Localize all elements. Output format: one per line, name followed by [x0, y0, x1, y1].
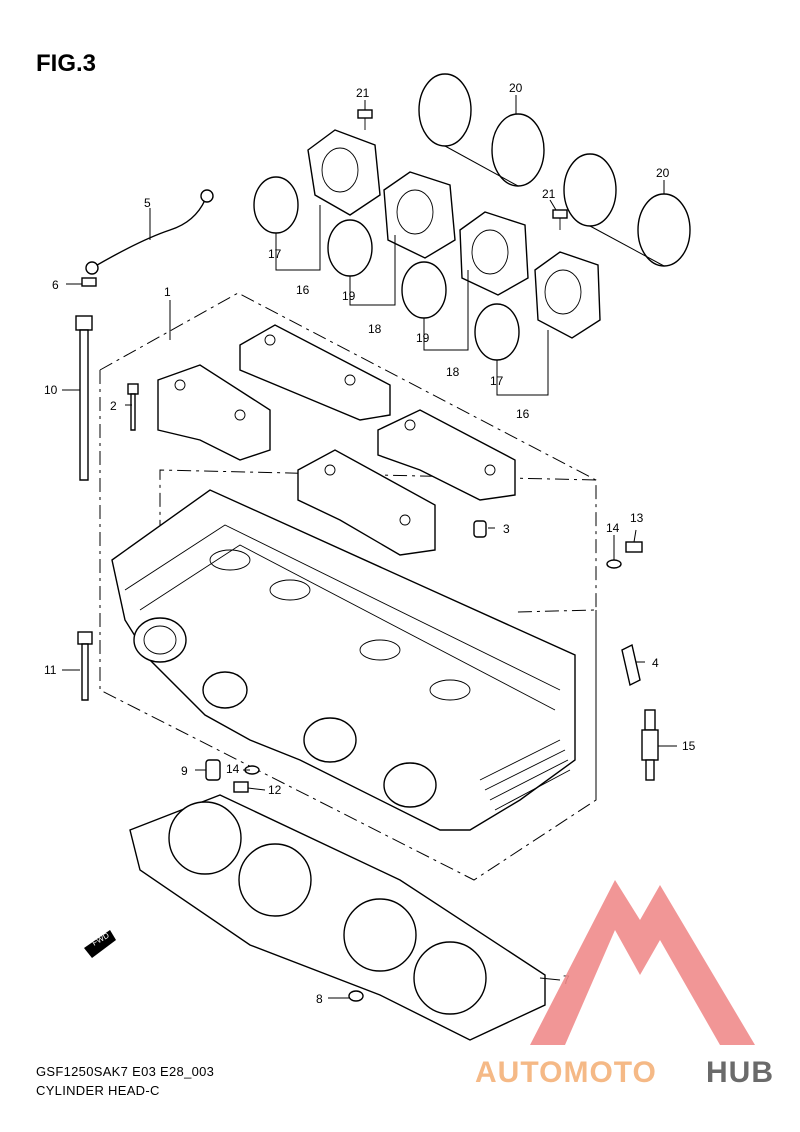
washer-6	[81, 277, 97, 287]
o-ring-17-front	[474, 303, 520, 361]
cylinder-head	[111, 489, 576, 831]
callout-10: 10	[44, 383, 58, 397]
watermark-text-2: HUB	[706, 1056, 774, 1089]
callout-11: 11	[44, 663, 57, 677]
spark-plug-15	[641, 709, 659, 781]
forward-arrow-icon: FWD	[84, 930, 116, 958]
callout-16-rear: 16	[296, 283, 310, 297]
callout-8: 8	[316, 992, 323, 1006]
callout-3: 3	[503, 522, 510, 536]
screw-21-front	[552, 209, 568, 230]
clamp-20-front	[563, 153, 691, 267]
clamp-20-rear	[418, 73, 545, 187]
camshaft-holder-front-left	[297, 449, 436, 556]
callout-4: 4	[652, 656, 659, 670]
callout-14-lower: 14	[226, 762, 240, 776]
intake-pipe-16-rear	[307, 129, 381, 216]
callout-21-rear: 21	[356, 86, 370, 100]
callout-5: 5	[144, 196, 151, 210]
bolt-13	[625, 541, 643, 553]
callout-17-rear: 17	[268, 247, 282, 261]
callout-1: 1	[164, 285, 171, 299]
bolt-12	[233, 781, 249, 793]
callout-19-rear: 19	[342, 289, 356, 303]
bolt-10	[75, 315, 93, 481]
o-ring-19-front	[401, 261, 447, 319]
callout-17-front: 17	[490, 374, 504, 388]
intake-pipe-18-rear	[383, 171, 456, 259]
bolt-2	[127, 383, 139, 431]
watermark-logo-icon	[530, 880, 755, 1045]
o-ring-19-rear	[327, 219, 373, 277]
intake-pipe-16-front	[534, 251, 601, 339]
gasket-14-upper	[606, 559, 622, 569]
callout-6: 6	[52, 278, 59, 292]
callout-18-front: 18	[446, 365, 460, 379]
o-ring-17-rear	[253, 176, 299, 234]
callout-labels: 1 2 3 4 5 6 7 8 9 10 11 12 13 14 14 15 1…	[44, 81, 696, 1006]
callout-12: 12	[268, 783, 282, 797]
cylinder-head-gasket-7	[129, 794, 546, 1041]
callout-15: 15	[682, 739, 696, 753]
camshaft-holder-front-right	[377, 409, 516, 501]
watermark: AUTOMOTO HUB	[475, 880, 774, 1089]
callout-16-front: 16	[516, 407, 530, 421]
callout-18-rear: 18	[368, 322, 382, 336]
callout-20-rear: 20	[509, 81, 523, 95]
dowel-pin-4	[621, 643, 641, 687]
dowel-pin-9	[205, 759, 221, 781]
watermark-text-1: AUTOMOTO	[475, 1056, 657, 1089]
callout-14-upper: 14	[606, 521, 620, 535]
callout-20-front: 20	[656, 166, 670, 180]
callout-2: 2	[110, 399, 117, 413]
model-code-caption: GSF1250SAK7 E03 E28_003	[36, 1064, 215, 1079]
figure-label: FIG.3	[36, 50, 97, 77]
section-name-caption: CYLINDER HEAD-C	[36, 1083, 160, 1098]
leader-lines	[62, 95, 677, 999]
dowel-pin-3	[473, 520, 487, 538]
callout-9: 9	[181, 764, 188, 778]
callout-19-front: 19	[416, 331, 430, 345]
intake-pipe-18-front	[459, 211, 529, 296]
callout-21-front: 21	[542, 187, 556, 201]
oil-hose-5	[85, 189, 214, 275]
camshaft-holder-rear-left	[157, 364, 271, 461]
screw-21-rear	[357, 109, 373, 130]
camshaft-holder-rear-right	[239, 324, 391, 421]
bolt-11	[77, 631, 93, 701]
callout-13: 13	[630, 511, 644, 525]
washer-8	[348, 990, 364, 1002]
